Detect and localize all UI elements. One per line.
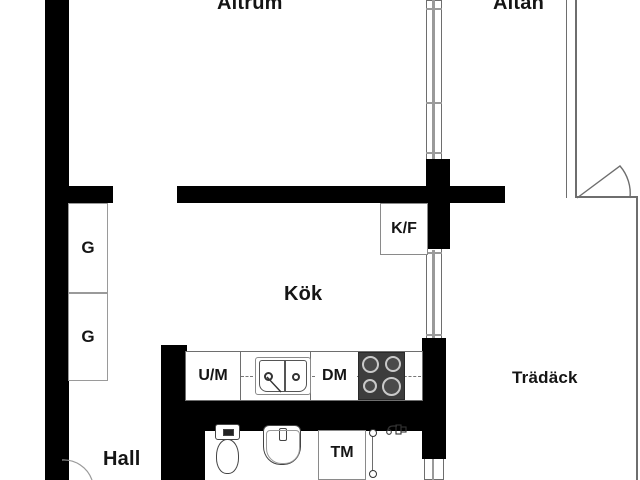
deck-inner-edge [566,0,567,198]
interior-wall-bath-top [185,419,422,431]
fixture-kf-box[interactable] [380,203,428,255]
interior-wall-bath-left [185,419,205,480]
fixture-kf-label-wrap: K/F [380,203,428,255]
interior-wall-bath-right [422,419,446,459]
interior-wall-closet-top [69,186,113,203]
hall-door-swing [61,458,100,480]
kitchen-sink-drain-left [264,372,273,381]
fixture-kf-label: K/F [391,220,417,237]
interior-wall-kitchen-top [177,186,430,203]
deck-door-swing [568,160,640,206]
counter-guide-far-right [399,376,421,377]
wall-tap-icon [386,423,408,437]
closet-g-upper-label: G [81,238,95,257]
deck-edge-bottom-step [575,196,637,198]
fixture-dm-label: DM [322,367,347,384]
interior-wall-hall-stub [161,468,185,480]
toilet-bowl [216,439,239,474]
washbasin-inner [266,430,300,464]
room-label-altan: Altan [493,0,544,14]
kitchen-sink-drain-right [292,373,300,381]
fixture-um-label-wrap: U/M [186,352,240,400]
glazing-upper-mullion [432,0,435,160]
glazing-upper-transom-2 [426,102,442,104]
closet-g-lower[interactable]: G [68,293,108,381]
fixture-um-label: U/M [198,367,228,384]
closet-g-upper[interactable]: G [68,203,108,293]
interior-wall-cross-vertical [426,159,450,249]
fixture-tm-label-wrap: TM [318,430,366,476]
kitchen-sink-bowl-left [259,360,285,392]
fixture-dm-label-wrap: DM [311,352,358,400]
interior-wall-cross-right-arm [450,186,505,203]
glazing-lower-mullion [432,250,435,338]
counter-divider-1 [240,352,241,400]
interior-wall-kitchen-right [422,338,446,410]
kitchen-sink-faucet [265,376,287,394]
toilet-flush-plate [223,429,234,436]
glazing-upper-transom-1 [426,8,442,10]
stove-burner-top-left [362,356,379,373]
shower-rail-node-top [369,429,377,437]
interior-wall-counter-bottom [161,401,446,419]
deck-outer-edge-right-lower [636,196,638,480]
counter-guide-left [241,376,253,377]
deck-outer-edge-right [575,0,577,198]
shower-rail [372,431,373,473]
exterior-wall-left [45,0,69,480]
fixture-tm-label: TM [330,444,354,461]
shower-rail-node-bottom [369,470,377,478]
room-label-hall: Hall [103,448,141,470]
glazing-upper-transom-3 [426,152,442,154]
glazing-lower-transom-2 [426,334,442,336]
room-label-kok: Kök [284,283,323,305]
interior-wall-counter-left [161,345,187,365]
stove-burner-bottom-left [363,379,377,393]
glazing-lower-transom-1 [426,252,442,254]
stove-burner-bottom-right [382,377,401,396]
room-label-altrum: Altrum [217,0,283,14]
glazing-bottom-stub-mullion [432,457,434,480]
room-label-tradack: Trädäck [512,368,578,387]
closet-g-lower-label: G [81,327,95,346]
stove-burner-top-right [385,356,401,372]
fixture-tm-box[interactable] [318,430,366,480]
